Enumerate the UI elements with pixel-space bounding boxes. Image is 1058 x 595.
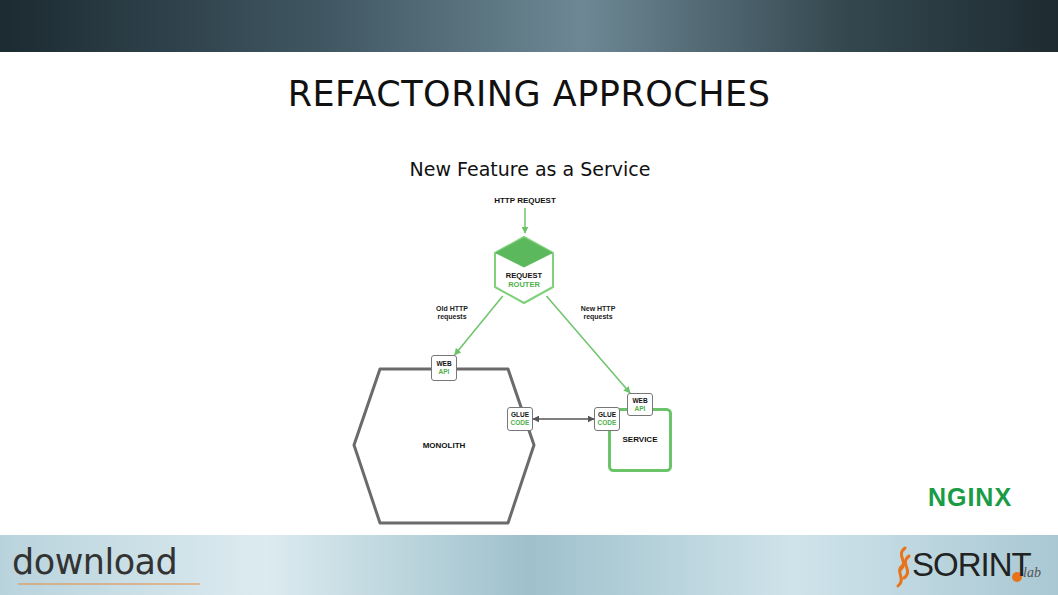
node-text: GLUE [511,411,529,419]
node-text: GLUE [598,411,616,419]
request-arrow [546,296,630,393]
node-text: SERVICE [623,435,658,445]
lab-logo: lab [1023,565,1053,581]
glue-code-box: GLUECODE [594,407,620,431]
edge-label: Old HTTP requests [427,305,477,321]
service-box: SERVICEGLUECODEWEBAPI [608,408,672,472]
slide-title: REFACTORING APPROCHES [229,72,829,116]
nginx-logo: NGINX [905,482,1035,512]
sorint-logo: SORINT [912,545,1022,585]
subtitle: New Feature as a Service [330,157,730,181]
request-router: REQUESTROUTER [493,236,555,304]
download-logo: download [12,541,212,583]
request-arrow [455,296,503,355]
glue-link [533,418,594,420]
node-text: WEB [436,360,451,368]
node-text: WEB [632,397,647,405]
node-text: REQUEST [506,271,542,280]
web-api-box: WEBAPI [431,355,457,381]
input-label: HTTP REQUEST [465,196,585,206]
edge-label: New HTTP requests [573,305,623,321]
top-banner [0,0,1058,52]
sorint-flame-icon [898,548,909,586]
node-text: API [439,368,450,376]
logo-underline [18,583,200,584]
node-text: API [635,405,646,413]
web-api-box: WEBAPI [627,393,653,416]
glue-code-box: GLUECODE [507,407,533,431]
router-outline [493,236,555,304]
node-text: MONOLITH [423,441,466,451]
monolith-hexagon: MONOLITHWEBAPIGLUECODE [352,367,536,525]
node-text: CODE [511,419,530,427]
node-text: ROUTER [508,280,540,289]
node-text: CODE [598,419,617,427]
incoming-arrow [524,208,526,233]
